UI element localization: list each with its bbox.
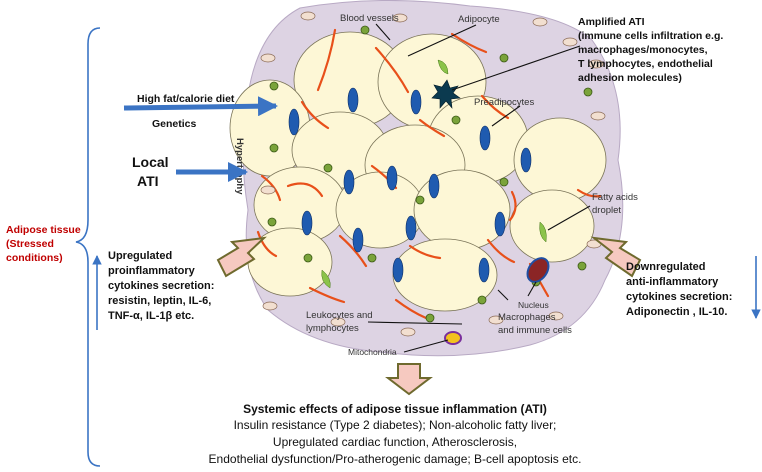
local-ati-label-1: Local: [132, 154, 169, 170]
mitochondria-icon: [444, 331, 462, 345]
upregulated-arrow: [216, 236, 267, 278]
mitochondria-label: Mitochondria: [348, 347, 397, 357]
nucleus-label: Nucleus: [518, 300, 549, 310]
systemic-effects-arrow: [385, 363, 433, 396]
preadipocytes-label: Preadipocytes: [474, 97, 534, 108]
fatty-acids-label-1: Fatty acids: [592, 192, 638, 203]
adipocyte-label: Adipocyte: [458, 14, 500, 25]
adipocyte-cell: [392, 238, 498, 312]
svg-text:(immune cells infiltration e.g: (immune cells infiltration e.g.: [578, 30, 723, 42]
systemic-effects-line-1: Insulin resistance (Type 2 diabetes); No…: [234, 418, 557, 432]
systemic-effects-line-2: Upregulated cardiac function, Atheroscle…: [273, 435, 517, 449]
high-fat-arrow: [123, 96, 278, 117]
adipocyte-cell: [509, 189, 595, 263]
svg-text:Adipose tissue: Adipose tissue: [6, 224, 81, 236]
systemic-effects-line-3: Endothelial dysfunction/Pro-atherogenic …: [209, 452, 582, 466]
svg-text:anti-inflammatory: anti-inflammatory: [626, 276, 719, 288]
fatty-acid-droplets: [321, 59, 547, 289]
svg-text:proinflammatory: proinflammatory: [108, 265, 196, 277]
macrophages-label-1: Macrophages: [498, 312, 556, 323]
fatty-acids-label-2: droplet: [592, 205, 621, 216]
svg-text:resistin, leptin, IL-6,: resistin, leptin, IL-6,: [108, 295, 211, 307]
hypertrophy-label: Hypertrophy: [234, 138, 245, 195]
leukocytes-label-2: lymphocytes: [306, 323, 359, 334]
blood-vessels-label: Blood vessels: [340, 13, 399, 24]
genetics-label: Genetics: [152, 118, 197, 130]
svg-text:Upregulated: Upregulated: [108, 250, 172, 262]
svg-text:cytokines secretion:: cytokines secretion:: [108, 280, 214, 292]
amplified-ati-text: Amplified ATI (immune cells infiltration…: [578, 16, 723, 84]
upregulated-text: Upregulated proinflammatory cytokines se…: [108, 250, 214, 322]
svg-text:cytokines secretion:: cytokines secretion:: [626, 291, 732, 303]
svg-text:Amplified ATI: Amplified ATI: [578, 16, 645, 28]
svg-text:Adiponectin , IL-10.: Adiponectin , IL-10.: [626, 306, 727, 318]
svg-text:Downregulated: Downregulated: [626, 261, 705, 273]
svg-text:T lymphocytes, endothelial: T lymphocytes, endothelial: [578, 58, 713, 70]
immune-cells: [267, 25, 593, 323]
preadipocytes: [288, 87, 532, 283]
label-pointers: [367, 23, 591, 353]
downregulated-arrow: [590, 236, 642, 278]
nucleus-icon: [526, 257, 550, 283]
svg-text:TNF-α, IL-1β etc.: TNF-α, IL-1β etc.: [108, 310, 194, 322]
svg-text:conditions): conditions): [6, 252, 63, 264]
leukocytes: [260, 11, 606, 337]
high-fat-label: High fat/calorie diet: [137, 93, 235, 105]
svg-text:adhesion molecules): adhesion molecules): [578, 72, 682, 84]
svg-text:(Stressed: (Stressed: [6, 238, 54, 250]
leukocytes-label-1: Leukocytes and: [306, 310, 373, 321]
local-ati-label-2: ATI: [137, 173, 159, 189]
adipose-tissue-bracket: [75, 27, 101, 467]
systemic-effects-title: Systemic effects of adipose tissue infla…: [243, 402, 547, 416]
macrophages-label-2: and immune cells: [498, 325, 572, 336]
adipocyte-cell: [413, 169, 511, 251]
downregulated-text: Downregulated anti-inflammatory cytokine…: [626, 261, 732, 318]
adipose-tissue-label: Adipose tissue (Stressed conditions): [6, 224, 81, 264]
svg-text:macrophages/monocytes,: macrophages/monocytes,: [578, 44, 708, 56]
